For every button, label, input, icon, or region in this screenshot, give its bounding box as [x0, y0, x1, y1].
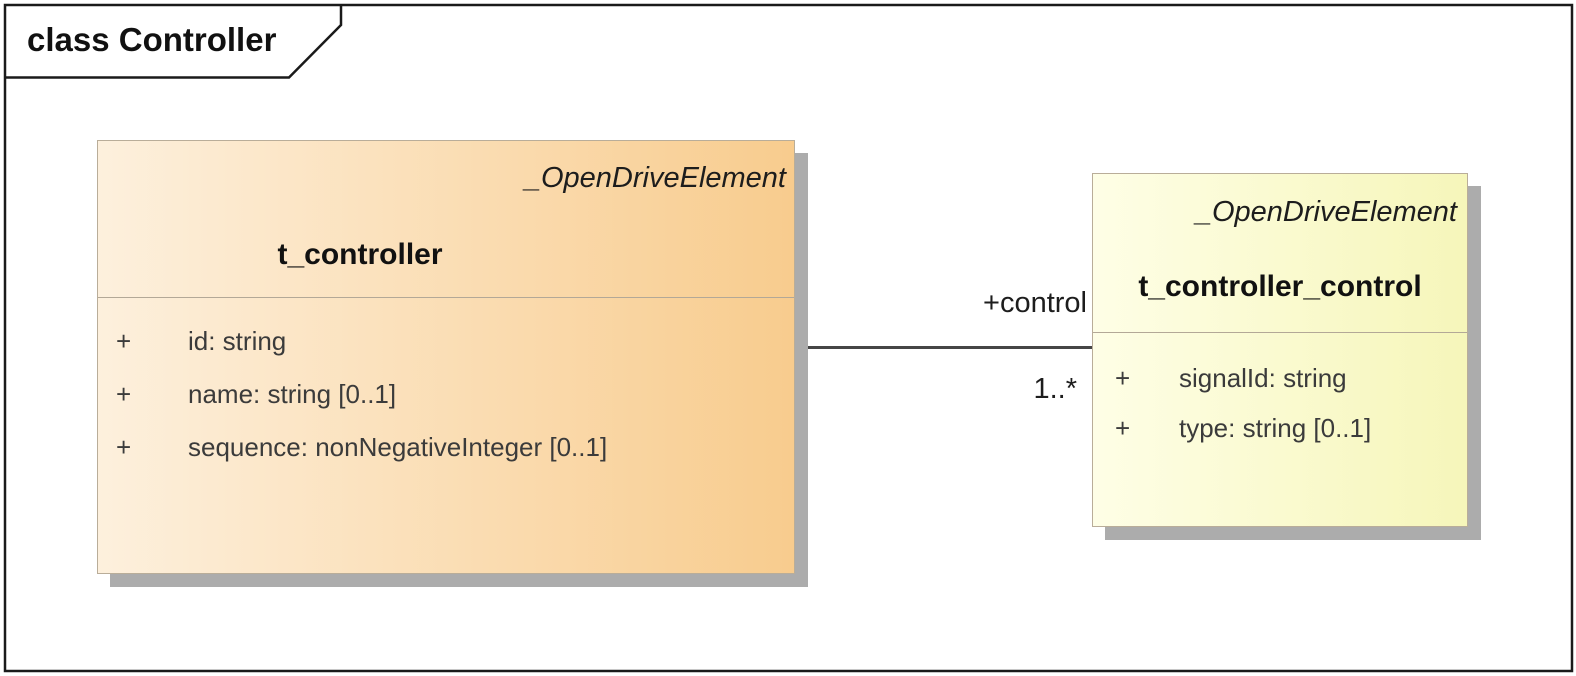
- attribute-row: + signalId: string: [1115, 360, 1347, 396]
- attribute-signature: id: string: [188, 326, 287, 356]
- frame-title-tab: [5, 5, 343, 79]
- class-name: t_controller_control: [1138, 270, 1422, 303]
- parent-element-label: _OpenDriveElement: [524, 162, 786, 194]
- association-role-label: +control: [983, 287, 1087, 319]
- attribute-row: + type: string [0..1]: [1115, 410, 1371, 446]
- frame-title: class Controller: [27, 21, 277, 58]
- visibility-marker: +: [116, 326, 132, 356]
- attribute-row: + id: string: [116, 323, 286, 359]
- class-box-t-controller[interactable]: _OpenDriveElement t_controller + id: str…: [97, 140, 795, 574]
- visibility-marker: +: [1115, 363, 1131, 393]
- attribute-signature: type: string [0..1]: [1179, 413, 1372, 443]
- frame-border: [3, 3, 1574, 673]
- attribute-signature: sequence: nonNegativeInteger [0..1]: [188, 432, 608, 462]
- attribute-row: + sequence: nonNegativeInteger [0..1]: [116, 429, 607, 465]
- attribute-signature: signalId: string: [1179, 363, 1347, 393]
- visibility-marker: +: [1115, 413, 1131, 443]
- association-multiplicity-label: 1..*: [1033, 373, 1077, 405]
- attribute-row: + name: string [0..1]: [116, 376, 396, 412]
- parent-element-label: _OpenDriveElement: [1195, 196, 1457, 228]
- visibility-marker: +: [116, 379, 132, 409]
- class-header: _OpenDriveElement t_controller: [98, 141, 794, 298]
- class-box-t-controller-control[interactable]: _OpenDriveElement t_controller_control +…: [1092, 173, 1468, 527]
- attribute-signature: name: string [0..1]: [188, 379, 397, 409]
- class-name: t_controller: [277, 238, 443, 271]
- class-header: _OpenDriveElement t_controller_control: [1093, 174, 1467, 333]
- visibility-marker: +: [116, 432, 132, 462]
